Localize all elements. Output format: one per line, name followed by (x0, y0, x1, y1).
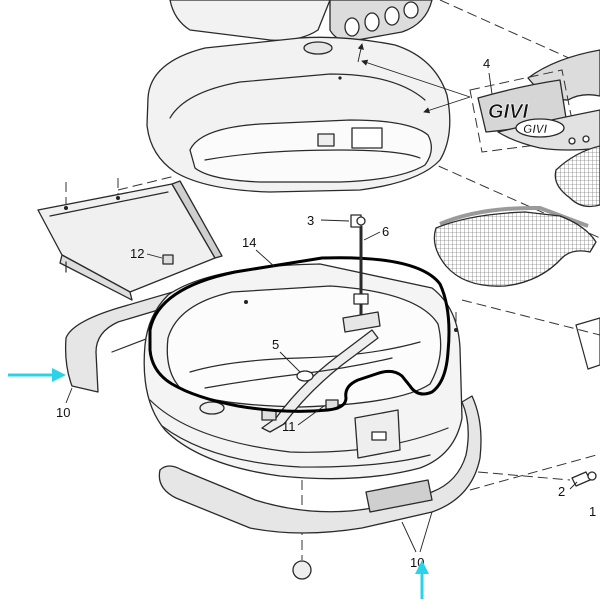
leader-lid-arrow (361, 59, 471, 98)
leader-12 (146, 253, 163, 259)
leader-4 (488, 72, 493, 95)
small-badge (515, 118, 565, 138)
leader-10-left (65, 387, 73, 404)
trim-strip-10-bottom (158, 395, 482, 534)
leader-10-bottom (401, 521, 417, 553)
lid-hinge-block (317, 133, 335, 147)
base (143, 256, 463, 480)
panel-face (37, 183, 216, 293)
latch-button (371, 431, 387, 441)
leader-5 (279, 351, 301, 373)
lid (146, 36, 451, 193)
lid-lock-recess (303, 41, 333, 55)
clip-12 (162, 254, 174, 265)
leader-lines (65, 43, 578, 553)
edge-part-outline (575, 317, 600, 370)
bottom-knob (292, 560, 312, 580)
rod-nut (353, 293, 369, 305)
panel-inner-line (49, 191, 169, 217)
callout-14: 14 (242, 235, 256, 250)
callout-4: 4 (483, 56, 490, 71)
top-flap (169, 0, 433, 43)
screw-head-icon (356, 216, 366, 226)
leader-lid-arrow (423, 96, 471, 114)
lid-inner-rim (189, 119, 432, 183)
callout-6: 6 (382, 224, 389, 239)
gasket-14 (148, 256, 451, 413)
leader-11 (297, 405, 325, 426)
trim-hole-icon (568, 137, 576, 145)
button-icon (384, 6, 400, 26)
button-icon (403, 1, 419, 19)
callout-10-left: 10 (56, 405, 70, 420)
leader-2 (569, 481, 578, 490)
leader-3 (320, 219, 350, 222)
screw-icon (116, 196, 120, 200)
callout-11: 11 (282, 419, 296, 434)
inner-lid-panel (37, 180, 223, 301)
left-arrowhead-icon (52, 368, 66, 382)
top-flap-panel (169, 0, 331, 41)
screw-icon (244, 300, 248, 304)
callout-5: 5 (272, 337, 279, 352)
panel-side-edge (171, 180, 223, 259)
stay-rod-assembly (342, 214, 381, 333)
givi-logo: GIVI (488, 101, 528, 123)
callout-labels: 4 3 6 14 12 5 11 10 10 2 1 (56, 56, 596, 570)
screw-head-icon (587, 471, 597, 481)
rear-reflector-mesh (433, 211, 597, 287)
rod-bracket (342, 311, 381, 333)
right-side-parts: GIVI GIVI (433, 49, 600, 370)
leader-6 (363, 231, 381, 241)
reflector-frame (439, 205, 589, 228)
callout-12: 12 (130, 246, 144, 261)
strap-buckle (296, 370, 314, 382)
bottom-trim-strip (158, 395, 482, 534)
button-icon (364, 12, 380, 32)
guide-line (477, 471, 571, 481)
trim-hole-icon (582, 135, 590, 143)
callout-2: 2 (558, 484, 565, 499)
base-foot-recess (199, 401, 225, 415)
callout-1: 1 (589, 504, 596, 519)
leader-10-bottom (419, 511, 433, 553)
givi-logo-small: GIVI (523, 122, 548, 136)
panel-bottom-lip (59, 254, 133, 301)
highlight-arrows (8, 368, 429, 599)
guide-line (117, 175, 176, 191)
callout-3: 3 (307, 213, 314, 228)
screw-icon (64, 206, 68, 210)
rear-reflector-insert (365, 479, 433, 513)
leader-14 (255, 249, 276, 268)
cavity-floor-line (189, 341, 421, 373)
leader-up-arrow (357, 43, 364, 63)
base-lower-line (161, 425, 431, 468)
base-front-band (149, 399, 449, 453)
bottom-arrowhead-icon (415, 560, 429, 574)
lid-ridge-line (169, 73, 426, 119)
guide-line (461, 299, 600, 336)
upper-reflector-mesh (554, 145, 600, 208)
screw-icon (454, 328, 458, 332)
guide-line (469, 453, 600, 491)
lid-inner-line (204, 149, 421, 161)
lid-latch-block (351, 127, 383, 149)
button-icon (344, 17, 360, 37)
lid-dot (338, 76, 342, 80)
